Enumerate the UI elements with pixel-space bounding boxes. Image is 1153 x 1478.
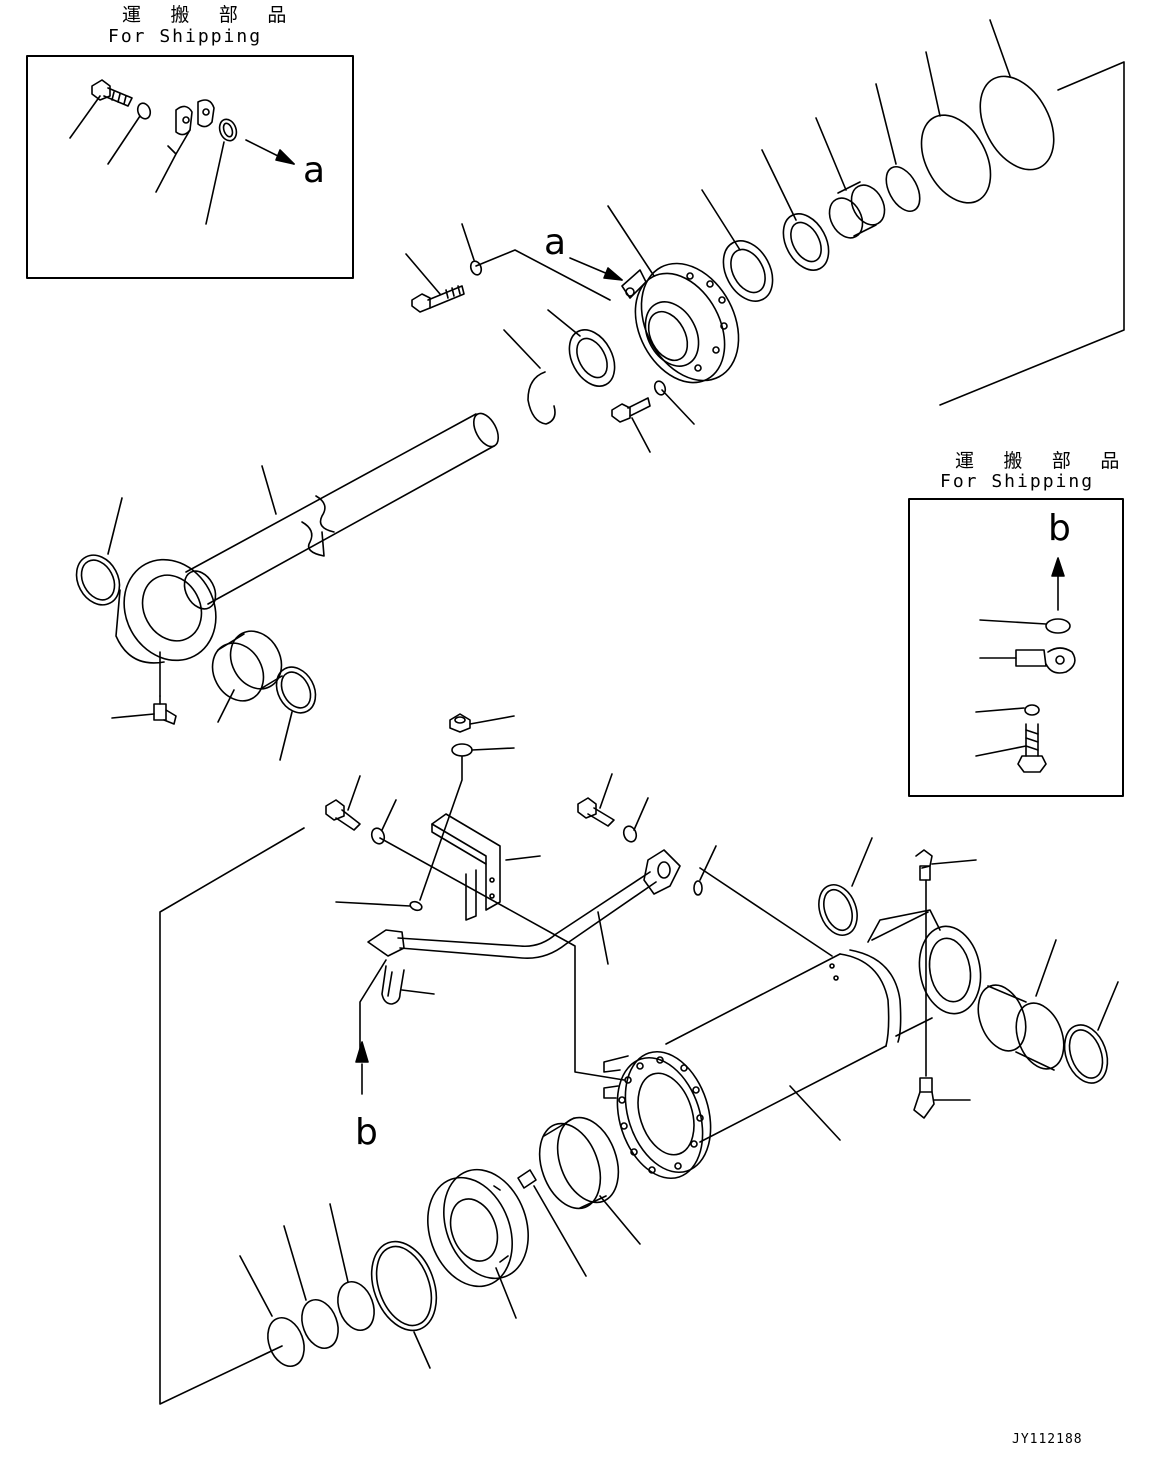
- shipping-label-jp-2: 運 搬 部 品: [955, 450, 1129, 472]
- drawing-code: JY112188: [1012, 1432, 1083, 1447]
- inset-b-washer-bottom: [1024, 704, 1040, 716]
- rod-seal-1: [782, 213, 830, 271]
- inset-a-leader: [69, 95, 101, 139]
- rod-eye-seal-left: [75, 554, 121, 606]
- phantom-frame-bottom: [159, 827, 305, 1405]
- snap-ring: [885, 166, 921, 212]
- rod-eye-bushing: [211, 630, 283, 702]
- cylinder-tube: [665, 909, 982, 1143]
- view-letter-a-main: a: [544, 222, 567, 263]
- head-washer-bottom: [653, 380, 667, 396]
- o-ring-large: [979, 75, 1055, 171]
- backup-ring-large: [920, 114, 992, 204]
- bracket-nut: [449, 713, 471, 733]
- inset-b-washer-top: [1045, 618, 1071, 634]
- tube-bolt-left: [325, 799, 361, 831]
- grease-fitting-bottom: [913, 1077, 935, 1119]
- piston-rod: [183, 412, 500, 610]
- view-letter-b-main: b: [355, 1112, 378, 1153]
- rod-eye-seal-right: [275, 666, 317, 714]
- snap-ring-small: [527, 371, 556, 425]
- inset-b-clamp: [1015, 647, 1076, 674]
- inset-b-bolt: [1017, 723, 1047, 773]
- bracket-washer: [451, 743, 473, 757]
- rod-eye: [115, 558, 217, 664]
- shipping-label-en-2: For Shipping: [940, 471, 1095, 492]
- view-letter-b-inset: b: [1048, 508, 1071, 549]
- inset-a-clamp: [175, 99, 215, 136]
- o-ring-small: [267, 1316, 305, 1368]
- view-letter-a-inset: a: [303, 150, 326, 191]
- grease-fitting-rod: [153, 695, 177, 725]
- phantom-frame-top: [939, 61, 1125, 406]
- tube-seal-right: [1063, 1024, 1109, 1084]
- bushing-short: [828, 181, 886, 239]
- dust-seal: [568, 329, 616, 387]
- inset-a-washer: [136, 102, 152, 120]
- shipping-label-en-1: For Shipping: [108, 26, 263, 47]
- head-bolt-top: [411, 285, 465, 313]
- inset-a-ring: [218, 118, 238, 142]
- hydraulic-pipe: [367, 849, 681, 960]
- head-washer-top: [469, 260, 483, 276]
- piston: [427, 1168, 529, 1288]
- piston-seal: [370, 1240, 438, 1332]
- shipping-label-jp-1: 運 搬 部 品: [122, 4, 296, 26]
- cylinder-head: [621, 262, 740, 384]
- u-bolt: [381, 965, 405, 1005]
- pipe-bracket: [431, 813, 501, 921]
- tube-flange: [603, 1050, 712, 1180]
- tube-bolt-right: [577, 797, 615, 827]
- wear-ring: [538, 1116, 620, 1210]
- shipping-inset-box-b: [908, 498, 1124, 797]
- tube-seal-top: [818, 884, 858, 936]
- pipe-o-ring: [693, 880, 703, 896]
- backup-ring-2: [301, 1298, 339, 1350]
- tube-washer-right: [622, 825, 638, 843]
- head-bolt-bottom: [611, 397, 651, 423]
- shipping-inset-box-a: [26, 55, 354, 279]
- tube-washer-left: [370, 827, 386, 845]
- rod-seal-2: [722, 240, 774, 302]
- inset-a-bolt: [91, 79, 133, 107]
- tube-bushing: [977, 984, 1065, 1071]
- set-screw: [517, 1169, 537, 1189]
- grease-fitting-top: [915, 849, 933, 881]
- pipe-clip: [409, 900, 423, 912]
